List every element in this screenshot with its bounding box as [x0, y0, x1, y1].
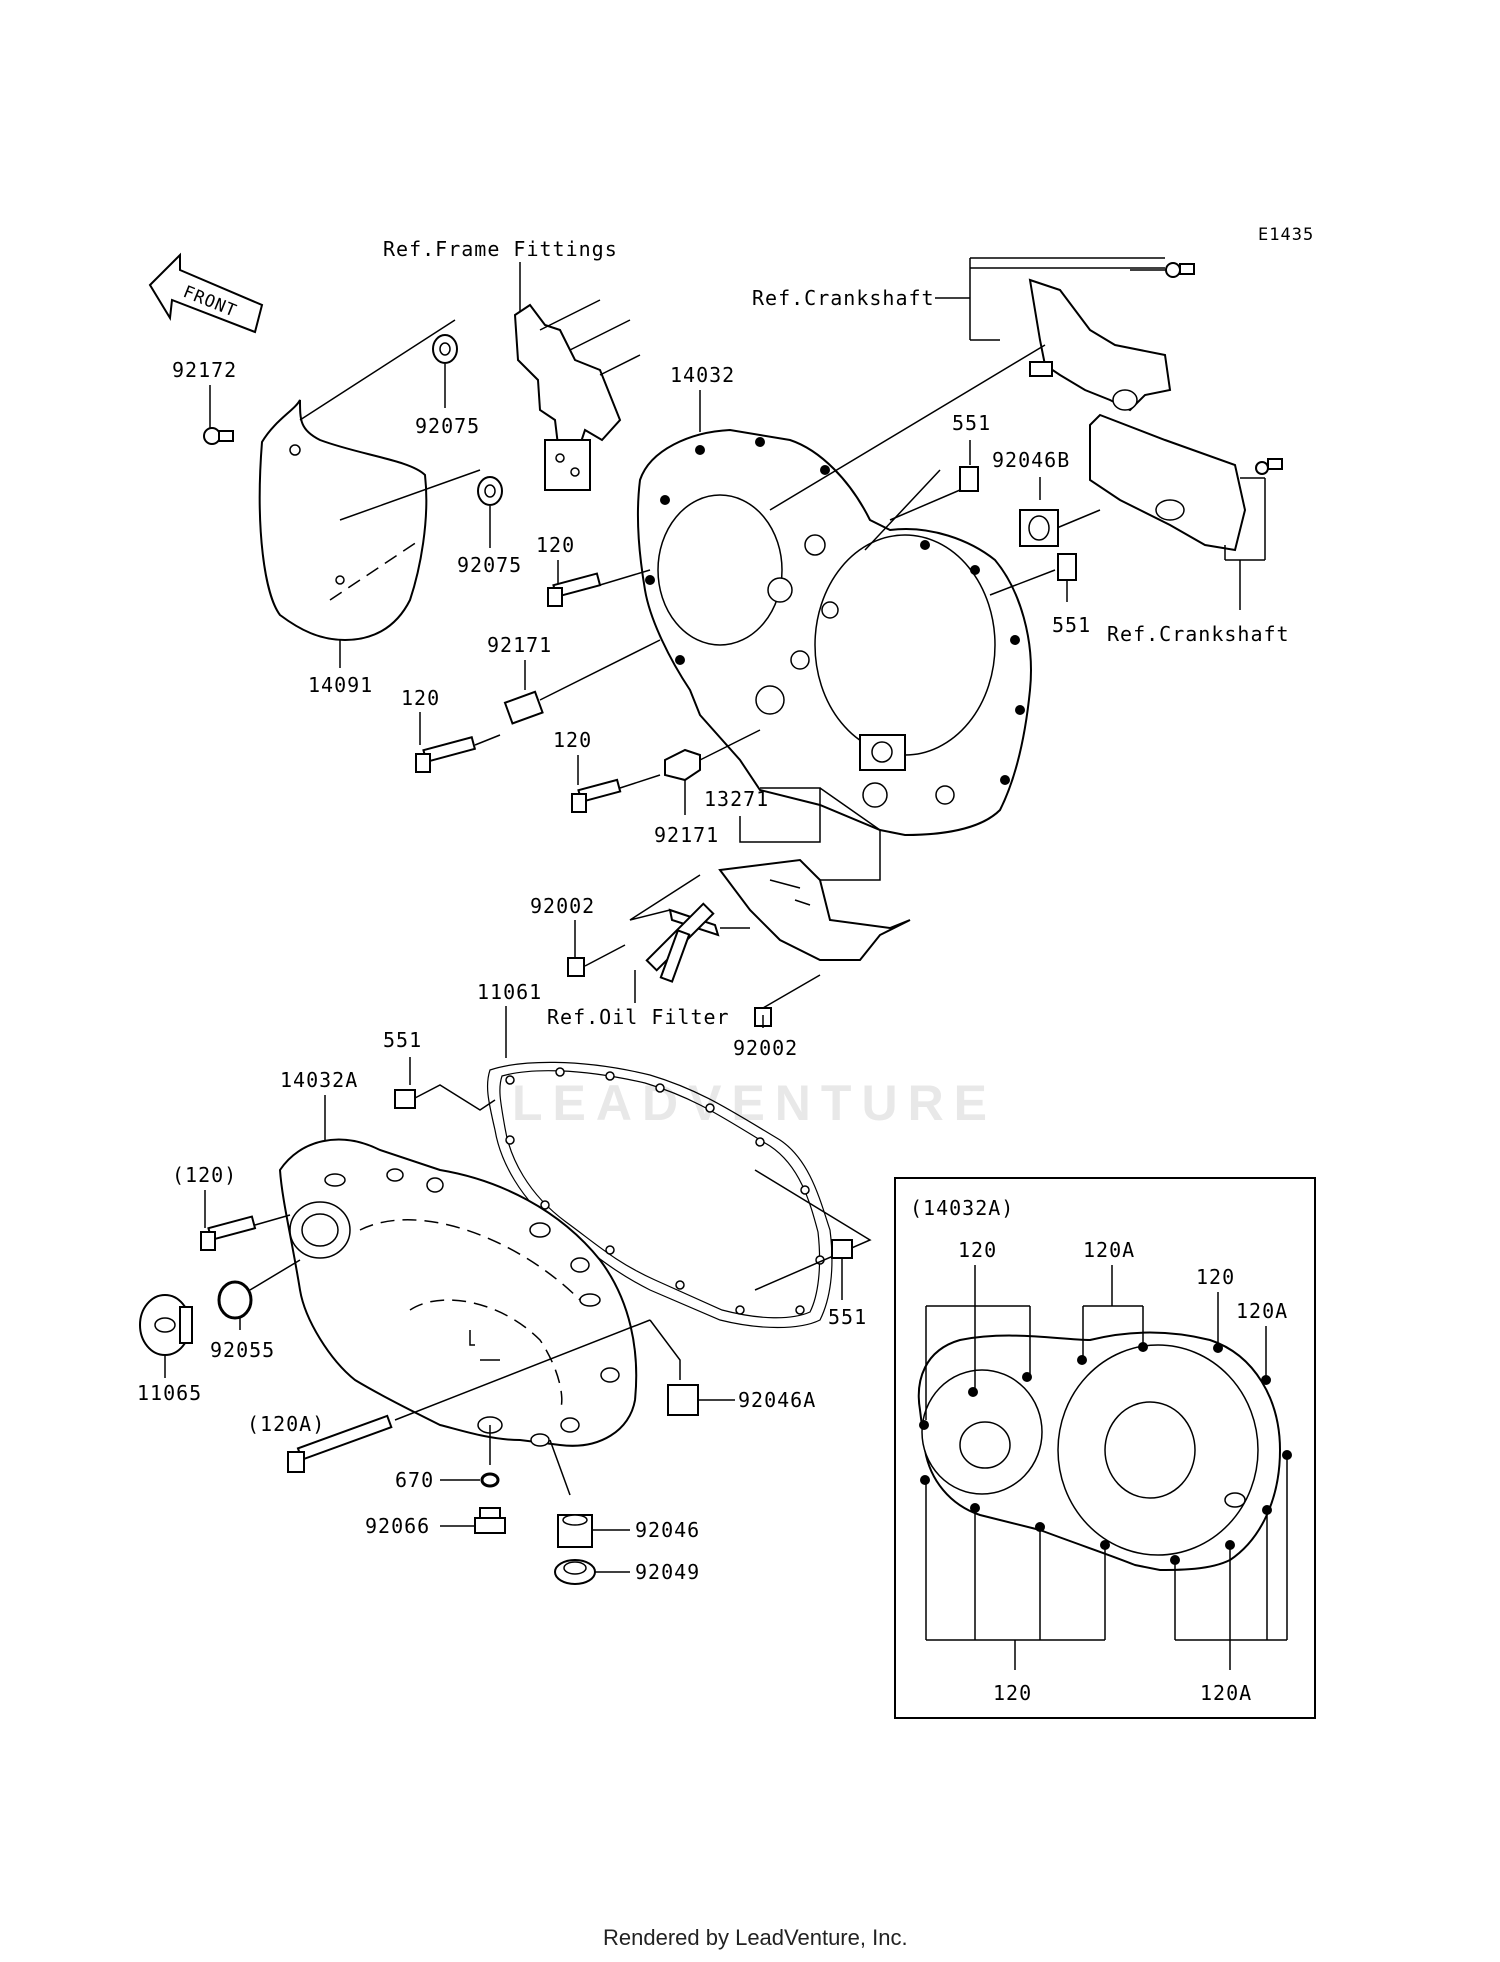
clamp-92171-upper [503, 690, 544, 725]
ref-oil-filter-label: Ref.Oil Filter [547, 1005, 730, 1029]
ref-crankshaft-bottom-label: Ref.Crankshaft [1107, 622, 1290, 646]
inset-14032A: (14032A) 120 120A 120 120A [894, 1177, 1316, 1719]
part-92075-lower: 92075 [457, 553, 522, 577]
gasket-11061 [486, 1061, 833, 1329]
part-92066: 92066 [365, 1514, 430, 1538]
part-92002-left: 92002 [530, 894, 595, 918]
part-92049: 92049 [635, 1560, 700, 1584]
part-670: 670 [395, 1468, 434, 1492]
part-92046A: 92046A [738, 1388, 816, 1412]
part-92046: 92046 [635, 1518, 700, 1542]
part-92075-upper: 92075 [415, 414, 480, 438]
ref-frame-fittings-label: Ref.Frame Fittings [383, 237, 618, 261]
part-14091: 14091 [308, 673, 373, 697]
bolt-120A-long [287, 1414, 393, 1473]
bearing-92046 [557, 1514, 593, 1548]
inset-top-120-right: 120 [1196, 1265, 1235, 1289]
bolt-120-left [415, 736, 477, 773]
grommet-92075-upper [432, 334, 458, 364]
part-13271: 13271 [704, 787, 769, 811]
bolt-top-crank [1165, 262, 1195, 278]
ref-crankshaft-top-label: Ref.Crankshaft [752, 286, 935, 310]
inset-top-120A-left: 120A [1083, 1238, 1135, 1262]
washer-670 [480, 1472, 500, 1488]
part-120-paren: (120) [172, 1163, 237, 1187]
o-ring-92055 [217, 1280, 253, 1320]
bolt-120-upper [547, 572, 602, 607]
bearing-92046B [1019, 509, 1059, 547]
part-92172: 92172 [172, 358, 237, 382]
part-120-middle: 120 [553, 728, 592, 752]
part-551-top: 551 [952, 411, 991, 435]
cover-14091 [258, 399, 428, 642]
bolt-lower-crank [1255, 458, 1283, 475]
bolt-120-paren [200, 1215, 257, 1251]
part-120-left: 120 [401, 686, 440, 710]
part-120-upper: 120 [536, 533, 575, 557]
part-92002-right: 92002 [733, 1036, 798, 1060]
frame-fitting-bracket [513, 299, 641, 491]
part-551-lower-right: 551 [828, 1305, 867, 1329]
bolt-92172 [203, 427, 234, 445]
crankshaft-upper-part [1028, 278, 1172, 412]
front-arrow-icon: FRONT [148, 252, 264, 334]
diagram-code: E1435 [1258, 225, 1314, 245]
inset-top-120-left: 120 [958, 1238, 997, 1262]
dowel-551-left [394, 1089, 416, 1109]
inset-title: (14032A) [910, 1196, 1014, 1220]
watermark: LEADVENTURE [512, 1075, 997, 1131]
bearing-92046A [667, 1384, 699, 1416]
cap-11065 [139, 1294, 193, 1356]
part-14032A: 14032A [280, 1068, 358, 1092]
bolt-120-middle [571, 778, 622, 813]
seal-92049 [554, 1559, 596, 1585]
part-92055: 92055 [210, 1338, 275, 1362]
part-11065: 11065 [137, 1381, 202, 1405]
part-92171-upper: 92171 [487, 633, 552, 657]
dowel-551-lower-right [831, 1239, 853, 1259]
crankshaft-lower-part [1089, 413, 1247, 552]
inset-bottom-120A: 120A [1200, 1681, 1252, 1705]
part-11061: 11061 [477, 980, 542, 1004]
bolt-92002-left [567, 957, 585, 977]
oil-filter-pipe [645, 902, 720, 983]
inset-top-120A-right: 120A [1236, 1299, 1288, 1323]
part-551-left: 551 [383, 1028, 422, 1052]
shield-13271 [718, 858, 911, 961]
inner-cover-14032 [636, 428, 1032, 837]
grommet-92075-lower [477, 476, 503, 506]
clamp-92171-lower [664, 748, 701, 782]
part-92171-lower: 92171 [654, 823, 719, 847]
dowel-551-right [1057, 553, 1077, 581]
footer-credit: Rendered by LeadVenture, Inc. [603, 1925, 908, 1950]
outer-cover-14032A [278, 1138, 638, 1447]
dowel-551-top [959, 466, 979, 492]
inset-bottom-120: 120 [993, 1681, 1032, 1705]
part-551-right: 551 [1052, 613, 1091, 637]
part-14032: 14032 [670, 363, 735, 387]
plug-92066 [474, 1507, 506, 1534]
part-92046B: 92046B [992, 448, 1070, 472]
part-120A-paren: (120A) [247, 1412, 325, 1436]
